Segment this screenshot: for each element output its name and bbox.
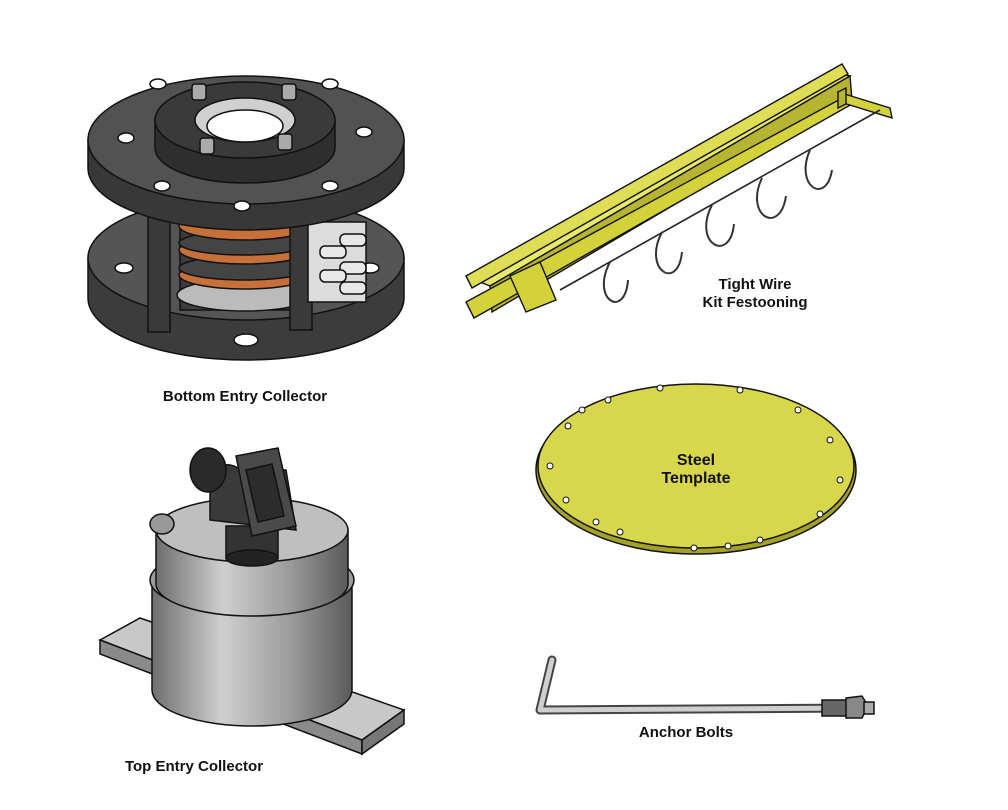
tight-wire-caption: Tight Wire Kit Festooning — [680, 276, 830, 312]
steel-template-label-line1: Steel — [676, 452, 716, 469]
steel-template-drawing — [535, 383, 857, 555]
tight-wire-festooning-drawing — [465, 63, 893, 319]
bottom-entry-collector-label: Bottom Entry Collector — [162, 388, 328, 405]
tight-wire-label-line1: Tight Wire — [718, 276, 792, 293]
steel-template-caption: Steel Template — [646, 452, 746, 488]
top-entry-collector-caption: Top Entry Collector — [108, 758, 280, 776]
top-entry-collector-label: Top Entry Collector — [124, 758, 264, 775]
bottom-entry-collector-drawing — [87, 75, 405, 361]
anchor-bolt-drawing — [535, 655, 875, 719]
steel-template-label-line2: Template — [661, 470, 731, 487]
tight-wire-label-line2: Kit Festooning — [702, 294, 808, 311]
bottom-entry-collector-caption: Bottom Entry Collector — [145, 388, 345, 406]
top-entry-collector-drawing — [98, 447, 406, 756]
anchor-bolts-label: Anchor Bolts — [638, 724, 734, 741]
anchor-bolts-caption: Anchor Bolts — [626, 724, 746, 742]
